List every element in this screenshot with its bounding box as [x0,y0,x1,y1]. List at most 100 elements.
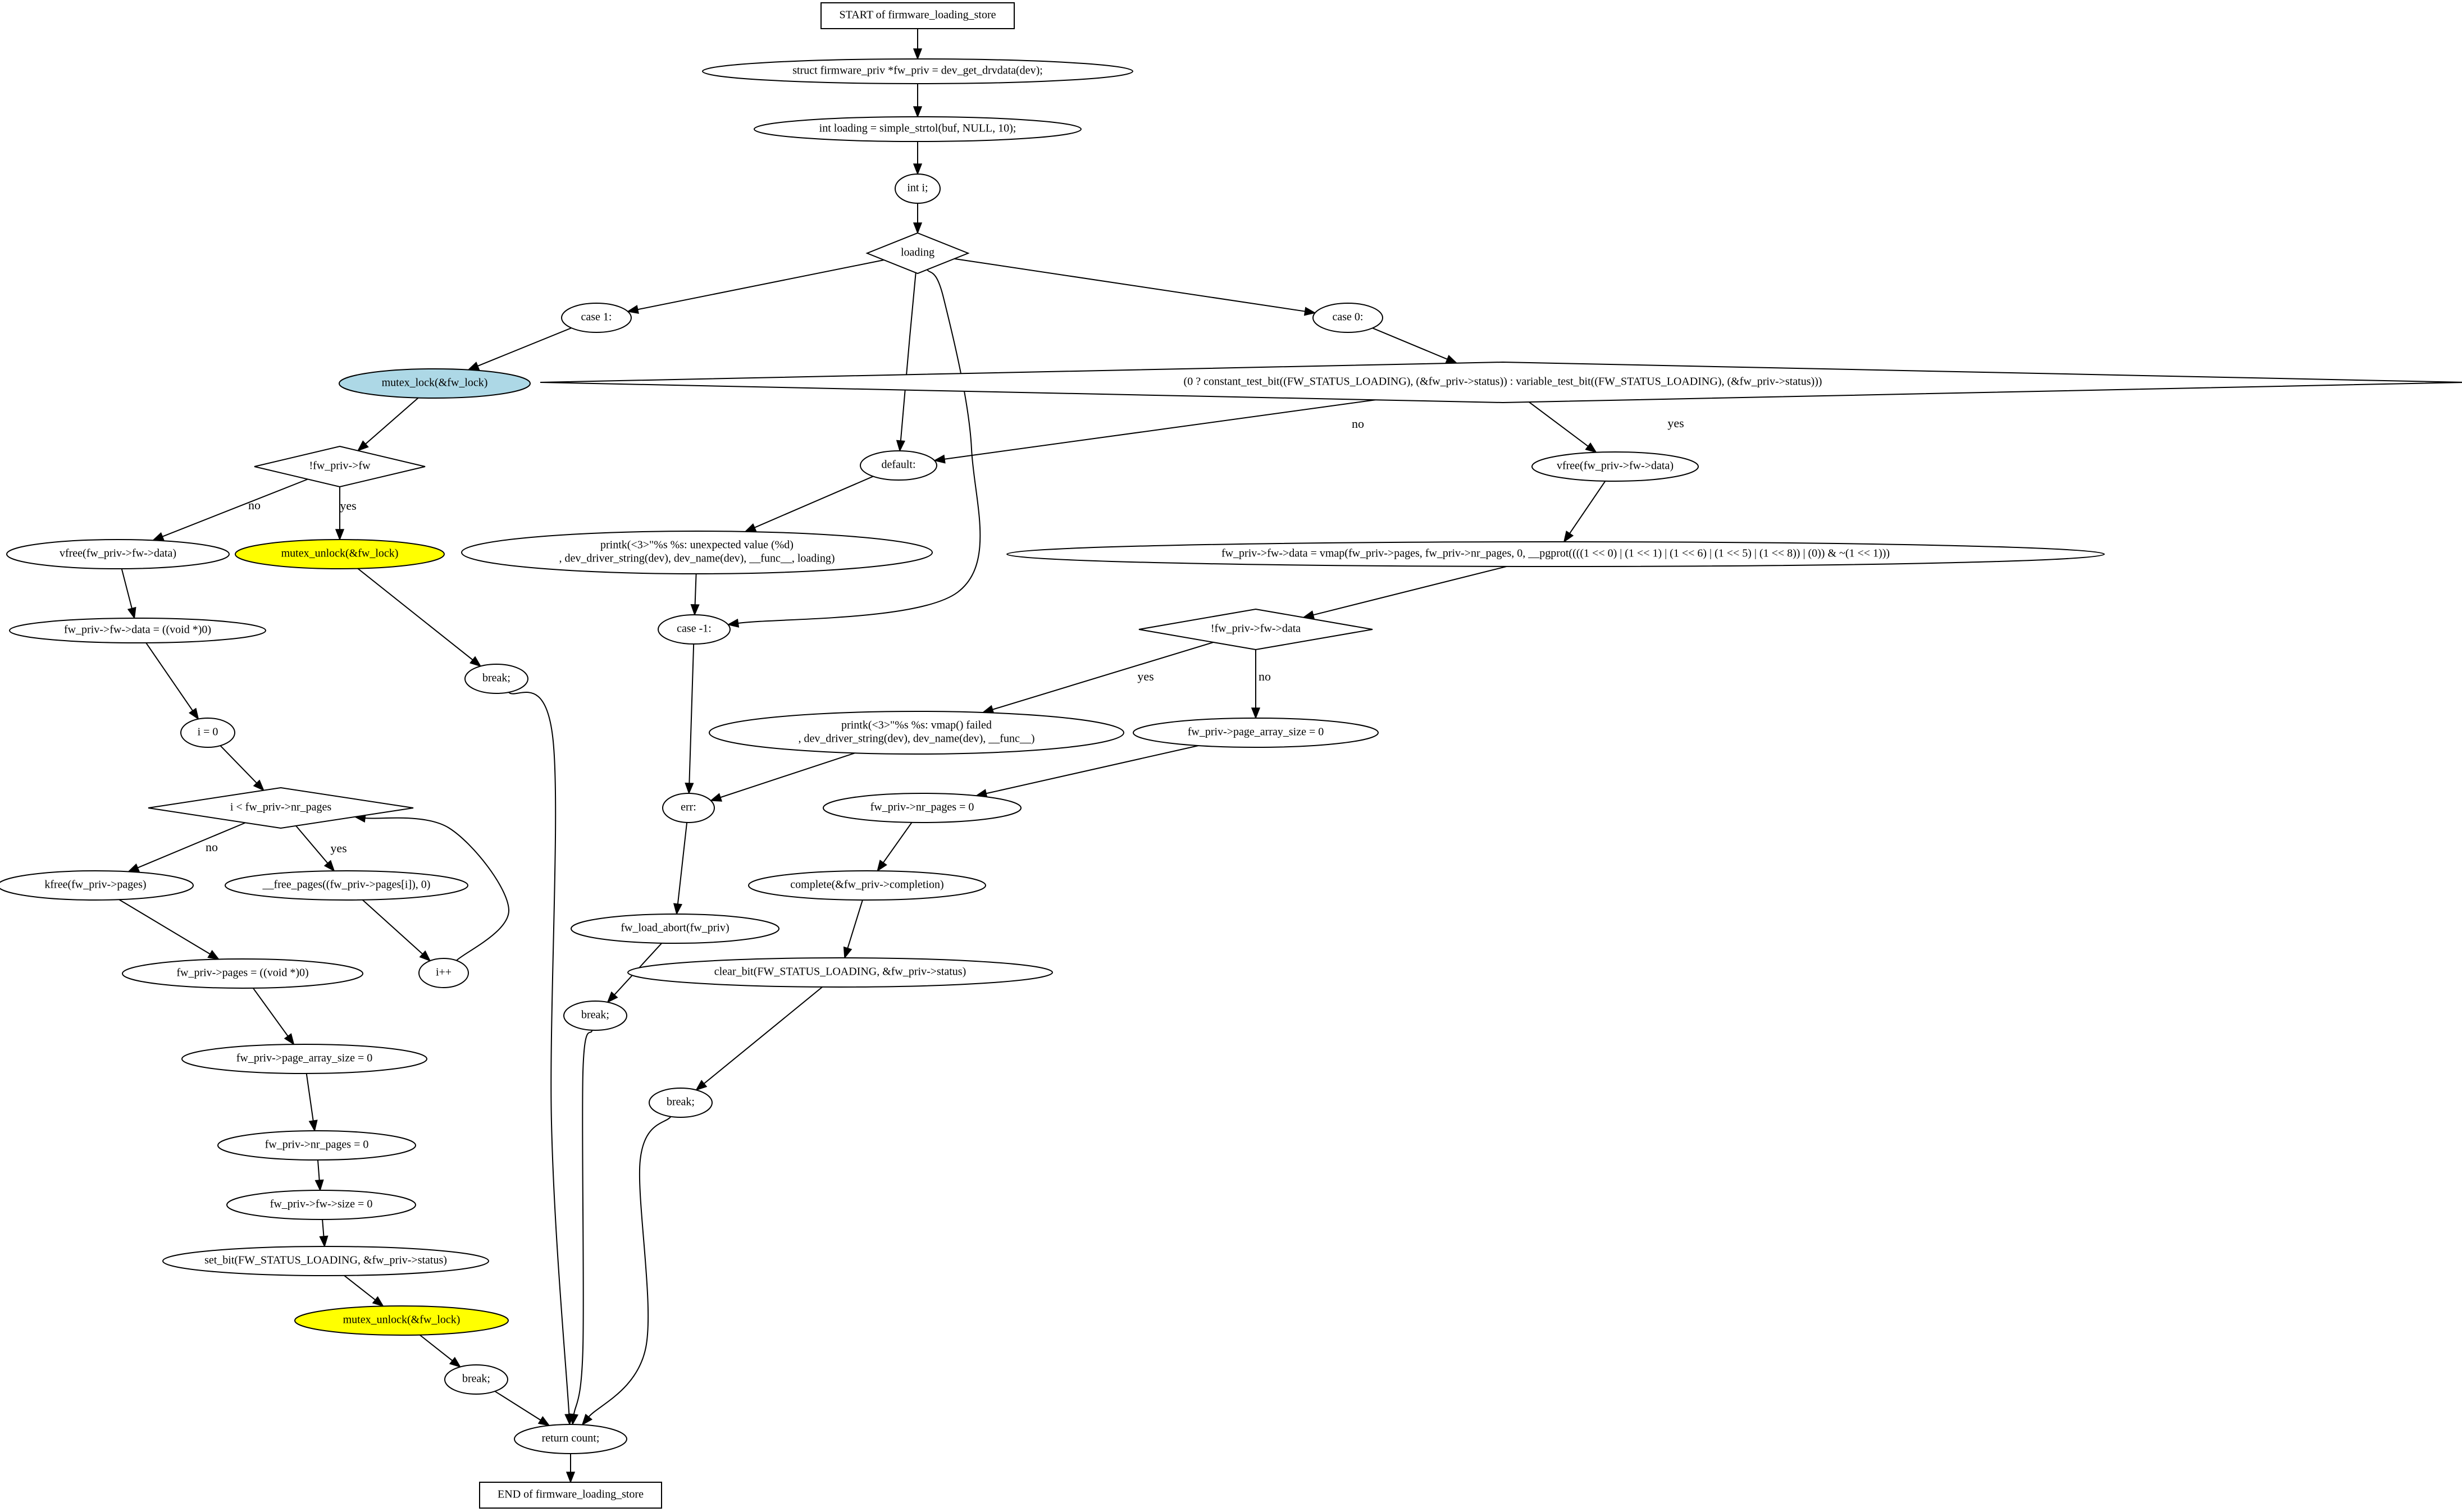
node-ret: return count; [514,1424,627,1454]
node-printk_unexp: printk(<3>"%s %s: unexpected value (%d),… [461,531,933,574]
node-label: (0 ? constant_test_bit((FW_STATUS_LOADIN… [1184,376,1822,388]
edge-default-to-printk_unexp [744,476,874,532]
node-int_i: int i; [895,173,941,204]
edge-label-no: no [1259,669,1271,683]
arrowhead [253,779,265,792]
edge-line [365,397,419,445]
node-set_bit: set_bit(FW_STATUS_LOADING, &fw_priv->sta… [162,1246,489,1276]
edge-break1-to-ret [508,692,574,1426]
ellipse-node-shape [6,539,230,569]
arrowhead [419,950,431,962]
edge-sw_loading-to-case_m1 [727,269,981,628]
edge-set_bit-to-unlock2 [344,1275,385,1307]
edge-case1-to-lock [467,327,572,371]
edge-label-yes: yes [1667,416,1684,430]
node-label: set_bit(FW_STATUS_LOADING, &fw_priv->sta… [204,1254,447,1267]
node-page_arr_l: fw_priv->page_array_size = 0 [181,1044,427,1074]
edge-line [1569,481,1606,534]
node-case1: case 1: [561,303,632,333]
edge-line [900,272,917,441]
arrowhead [319,1235,329,1248]
edge-vfree_data_r-to-vmap [1563,481,1606,543]
node-label: complete(&fw_priv->completion) [790,879,943,891]
node-vfree_data_l: vfree(fw_priv->fw->data) [6,539,230,569]
ellipse-node-shape [649,1088,713,1118]
arrowhead [1563,530,1574,543]
node-label: __free_pages((fw_priv->pages[i]), 0) [262,879,431,891]
ellipse-node-shape [754,116,1082,142]
arrowhead [127,863,140,873]
node-abort: fw_load_abort(fw_priv) [571,913,779,944]
node-data_null: fw_priv->fw->data = ((void *)0) [9,618,266,643]
node-label: clear_bit(FW_STATUS_LOADING, &fw_priv->s… [714,966,966,978]
edge-label-no: no [206,840,218,854]
ellipse-node-shape [658,614,731,645]
edge-size0-to-set_bit [319,1219,329,1248]
edge-page_arr_r-to-nr_pages_r [975,745,1199,798]
edge-line [689,643,695,784]
edge-cond_fw-to-unlock1: yes [335,487,357,541]
arrowhead [308,1120,318,1132]
node-label: break; [462,1373,490,1385]
node-err: err: [662,793,715,823]
edge-printk_unexp-to-case_m1 [690,573,700,616]
edge-line [306,1073,314,1121]
ellipse-node-shape [1531,451,1699,482]
node-label: case 0: [1333,311,1364,323]
node-size0: fw_priv->fw->size = 0 [226,1190,416,1220]
edge-lock-to-cond_fw [357,397,419,452]
node-label: END of firmware_loading_store [498,1488,644,1501]
edge-line [883,822,913,863]
edge-line [944,399,1376,460]
ellipse-node-shape [662,793,715,823]
arrowhead [690,604,700,616]
arrowhead [323,860,335,872]
node-label: fw_priv->nr_pages = 0 [265,1139,369,1151]
arrowhead [335,529,345,541]
edge-line [295,825,329,864]
node-label: !fw_priv->fw->data [1211,623,1301,635]
ellipse-node-shape [1006,541,2105,567]
edge-pages_null-to-page_arr_l [252,988,295,1045]
ellipse-node-shape [563,1001,627,1031]
ellipse-node-shape [444,1364,508,1395]
node-i0: i = 0 [180,718,235,748]
decision-node-shape [1138,608,1373,651]
edge-line [677,822,688,905]
arrowhead [314,1179,324,1192]
node-page_arr_r: fw_priv->page_array_size = 0 [1133,718,1379,748]
arrowhead [913,106,923,118]
node-vfree_data_r: vfree(fw_priv->fw->data) [1531,451,1699,482]
edge-fw_priv-to-loading_var [913,84,923,118]
node-break1: break; [464,664,528,694]
node-label: i < fw_priv->nr_pages [230,801,332,814]
arrowhead [913,48,923,61]
arrowhead [467,362,480,371]
node-label: mutex_unlock(&fw_lock) [343,1314,461,1326]
edge-cond_data-to-page_arr_r: no [1251,650,1271,720]
edge-break_r-to-ret [581,1116,672,1426]
node-label: , dev_driver_string(dev), dev_name(dev),… [559,552,835,565]
edge-line [317,1159,320,1181]
node-break_err: break; [563,1001,627,1031]
node-nr_pages_l: fw_priv->nr_pages = 0 [217,1130,416,1161]
arrowhead [581,1413,593,1426]
node-label: loading [901,246,934,259]
node-label: break; [667,1096,695,1108]
edge-cond_i-to-kfree: no [127,822,246,873]
arrowhead [284,1033,295,1045]
arrowhead [685,783,694,795]
ellipse-node-shape [181,1044,427,1074]
node-label: !fw_priv->fw [309,460,371,472]
ellipse-node-shape [860,450,937,481]
node-label: int loading = simple_strtol(buf, NULL, 1… [819,122,1016,135]
edge-cond_i-to-free_pages: yes [295,825,347,872]
edge-label-yes: yes [330,841,346,855]
edge-line [992,642,1214,710]
edge-unlock2-to-break_l [419,1334,462,1368]
edge-line [121,568,133,609]
edge-line [847,899,863,949]
edge-label-no: no [248,498,261,512]
arrowhead [569,1413,579,1426]
